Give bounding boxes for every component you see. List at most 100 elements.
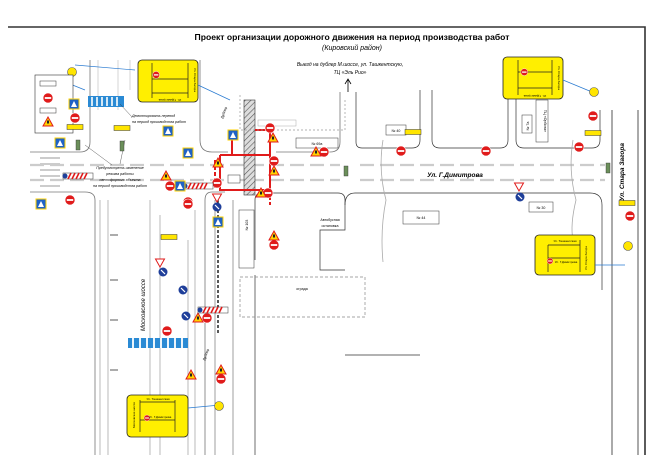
board-bottom: Ул. Ташкентская Ул. Г.Димитрова Московск… <box>126 394 189 438</box>
board-r-street-c: Ул. Стара Загора <box>584 246 588 270</box>
pedestrian-crossing-icon <box>182 147 194 159</box>
info-plate-icon <box>113 125 131 131</box>
no-entry-sign-icon <box>64 194 76 206</box>
board-tr-street-a: Ул. Стара Загора <box>557 66 561 90</box>
board-tl-street-b: Ул. Г.Димитрова <box>158 98 181 102</box>
info-plate-icon <box>160 234 178 240</box>
info-plate-icon <box>584 130 602 136</box>
board-b-street-c: Московское шоссе <box>132 402 136 428</box>
crosswalk-top <box>88 96 124 107</box>
building-44-label: № 44 <box>417 216 426 220</box>
keep-right-sign-icon <box>177 284 189 296</box>
pedestrian-crossing-icon <box>68 98 80 110</box>
traffic-light-icon <box>75 139 81 151</box>
building-103-label: № 103 <box>245 220 249 231</box>
crossing-note-leader <box>119 103 133 118</box>
traffic-light-icon <box>343 165 349 177</box>
building-103 <box>238 209 255 269</box>
pedestrian-crossing-icon <box>54 137 66 149</box>
lamp-icon <box>214 401 224 411</box>
board-top-left: Ул. Стара Загора Ул. Г.Димитрова <box>137 59 199 103</box>
no-entry-sign-icon <box>480 145 492 157</box>
building-44 <box>402 210 440 225</box>
exit-arrow-icon <box>344 78 352 92</box>
hatched-construction-column <box>243 99 256 196</box>
no-entry-sign-icon <box>215 373 227 385</box>
vehicle-icon <box>227 174 241 184</box>
roadworks-warning-icon <box>192 312 204 323</box>
crossing-note-1: Демонтировать переход <box>131 114 175 118</box>
signal-note-3: светофорного объекта <box>99 178 140 182</box>
bus-stop-label-1: Автобусная <box>320 218 339 222</box>
mandatory-direction-signs <box>61 172 526 322</box>
info-plate-icon <box>66 124 84 130</box>
signal-note-1: Предусмотреть изменение <box>96 166 143 170</box>
building-7a-label: № 7а <box>526 122 530 131</box>
no-entry-sign-icon <box>268 155 280 167</box>
sign-legend-panel <box>34 74 74 134</box>
board-leader-lines <box>59 64 625 409</box>
fence-label: ограда <box>296 287 307 291</box>
street-dimitrova-label: Ул. Г.Димитрова <box>427 172 483 179</box>
no-entry-sign-icon <box>624 210 636 222</box>
roadworks-warning-icon <box>215 364 227 375</box>
no-entry-sign-icon <box>264 122 276 134</box>
road-barrier-icon <box>181 182 214 190</box>
roadworks-warning-icon <box>185 369 197 380</box>
road-network <box>30 60 639 455</box>
building-orbita <box>535 99 549 143</box>
yield-sign-icon <box>155 258 165 268</box>
traffic-lights <box>66 124 636 240</box>
pedestrian-crossing-icon <box>212 216 224 228</box>
roadworks-warning-icon <box>160 170 172 181</box>
yield-sign-icon <box>514 182 524 192</box>
lamp-icon <box>589 87 599 97</box>
building-69a-label: № 69а <box>312 142 323 146</box>
street-moscow-highway-label: Московское шоссе <box>141 278 147 331</box>
no-entry-sign-icon <box>161 325 173 337</box>
building-40-label: № 40 <box>392 129 401 133</box>
orbita-label: ТЦ «Орбита» <box>543 110 547 132</box>
info-plate-icon <box>404 129 422 135</box>
signal-note-4: на период производства работ <box>93 184 147 188</box>
no-entry-sign-icon <box>182 198 194 210</box>
building-30-label: № 30 <box>537 206 546 210</box>
street-stara-zagora-label: Ул. Стара Загора <box>619 143 626 201</box>
board-b-street-b: Ул. Г.Димитрова <box>149 415 172 419</box>
roadworks-warning-icon <box>268 230 280 241</box>
no-entry-sign-icon <box>587 110 599 122</box>
info-plate-icon <box>618 200 636 206</box>
keep-right-sign-icon <box>211 201 223 213</box>
board-r-street-a: Ул. Ташкентская <box>553 239 576 243</box>
stop-line-markings <box>40 157 60 187</box>
plan-subtitle: (Кировский район) <box>322 44 382 52</box>
signal-note-2: режима работы <box>105 172 134 176</box>
board-right: Ул. Ташкентская Ул. Г.Димитрова Ул. Стар… <box>534 234 596 276</box>
board-tr-street-b: Ул. Г.Димитрова <box>523 94 546 98</box>
exit-note-line2: ТЦ «Эль Рио» <box>334 70 367 76</box>
bus-stop-label-2: остановка <box>322 224 339 228</box>
pedestrian-crossing-icon <box>174 180 186 192</box>
no-entry-sign-icon <box>395 145 407 157</box>
no-entry-sign-icon <box>201 312 213 324</box>
yield-sign-icon <box>212 193 222 203</box>
crossing-note-2: на период производства работ <box>132 120 186 124</box>
building-7a <box>521 114 533 134</box>
keep-right-sign-icon <box>514 191 526 203</box>
signal-note-leaders <box>84 139 126 166</box>
no-entry-sign-icon <box>69 112 81 124</box>
pedestrian-crossing-icon <box>35 198 47 210</box>
no-entry-sign-icon <box>268 239 280 251</box>
no-entry-sign-icon <box>164 180 176 192</box>
street-dubler-label: Дублер <box>202 348 210 361</box>
road-barrier-icon <box>196 306 229 314</box>
traffic-light-icon <box>119 140 125 152</box>
no-entry-sign-icon <box>573 141 585 153</box>
fence-outline <box>239 276 366 318</box>
crosswalk-bottom <box>128 338 188 348</box>
street-dubler-label-top: Дублер <box>220 106 228 119</box>
no-entry-sign-icon <box>211 177 223 189</box>
pedestrian-crossing-icon <box>227 129 239 141</box>
exit-note-line1: Выезд на дублер М.шоссе, ул. Ташкентскую… <box>297 62 403 68</box>
